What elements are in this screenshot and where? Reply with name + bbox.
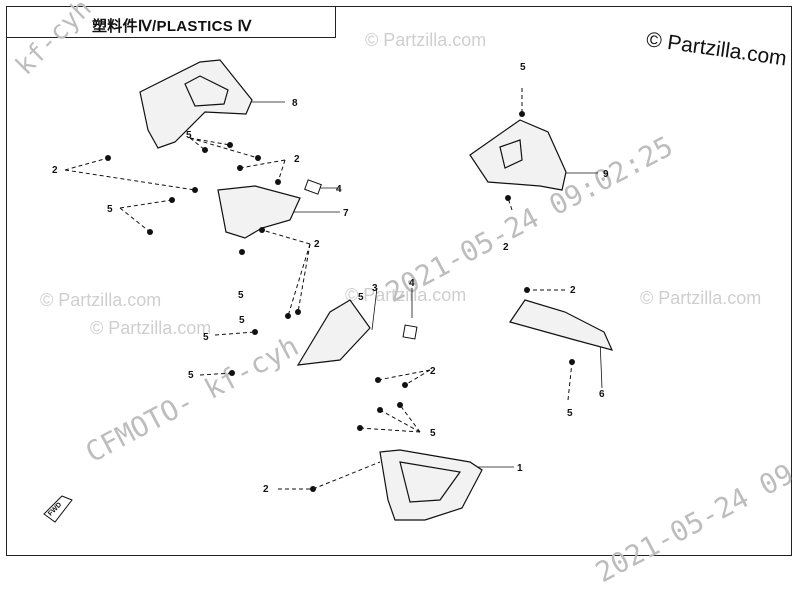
watermark-partzilla: © Partzilla.com	[40, 290, 162, 310]
callout-2: 2	[294, 154, 300, 165]
callout-7: 7	[343, 208, 349, 219]
callout-2: 2	[570, 285, 576, 296]
callout-5: 5	[358, 292, 364, 303]
callout-5: 5	[567, 408, 573, 419]
callout-4: 4	[409, 278, 415, 289]
callout-5: 5	[239, 315, 245, 326]
callout-8: 8	[292, 98, 298, 109]
parts-diagram: FWD 1 2 2 2 2 2 2 2 3 4 4 5 5 5 5 5 5 5 …	[43, 59, 614, 523]
callout-2: 2	[52, 165, 58, 176]
callout-5: 5	[203, 332, 209, 343]
watermark-partzilla: © Partzilla.com	[90, 318, 212, 338]
callout-5: 5	[186, 130, 192, 141]
watermark-partzilla: © Partzilla.com	[365, 30, 487, 50]
page-title: 塑料件Ⅳ/PLASTICS Ⅳ	[92, 18, 252, 35]
callout-5: 5	[520, 62, 526, 73]
title-block	[6, 6, 336, 38]
callout-2: 2	[503, 242, 509, 253]
watermark-partzilla: © Partzilla.com	[640, 288, 762, 308]
callout-5: 5	[430, 428, 436, 439]
drawing-frame	[6, 6, 792, 556]
callout-2: 2	[314, 239, 320, 250]
callout-2: 2	[430, 366, 436, 377]
callout-5: 5	[188, 370, 194, 381]
callout-9: 9	[603, 169, 609, 180]
callout-6: 6	[599, 389, 605, 400]
callout-2: 2	[263, 484, 269, 495]
callout-4: 4	[336, 184, 342, 195]
callout-5: 5	[107, 204, 113, 215]
callout-5: 5	[238, 290, 244, 301]
callout-1: 1	[517, 463, 523, 474]
callout-3: 3	[372, 283, 378, 294]
